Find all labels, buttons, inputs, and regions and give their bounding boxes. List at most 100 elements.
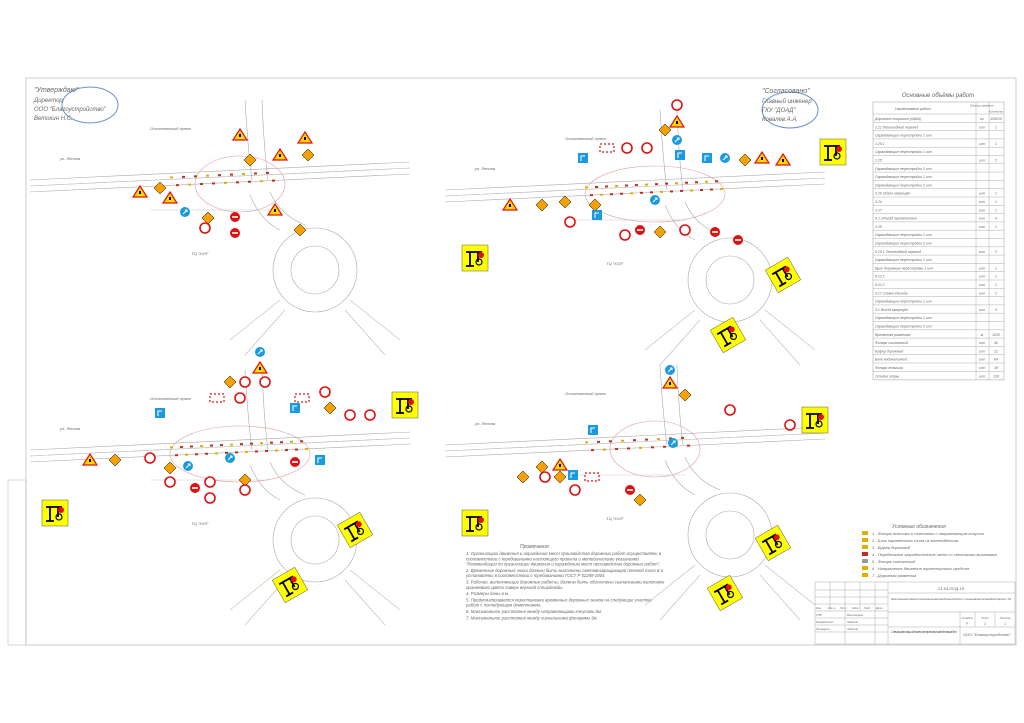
table-cell-name: Ограждающие перестройки 2 шт bbox=[875, 233, 932, 237]
no-entry-mini bbox=[290, 576, 297, 583]
cone-marker bbox=[194, 175, 197, 178]
prohibition-sign-icon bbox=[724, 404, 736, 416]
prohibition-sign-icon bbox=[259, 376, 271, 388]
detour-lines bbox=[713, 583, 731, 606]
board bbox=[819, 138, 847, 166]
cone-marker bbox=[645, 183, 648, 186]
cone-marker bbox=[260, 442, 263, 445]
note-item: 3. Рабочие, выполняющие дорожные работы,… bbox=[466, 580, 665, 590]
cone-marker bbox=[260, 180, 263, 183]
prohibition-sign-icon bbox=[319, 386, 331, 398]
table-cell-name: Ограждающие перестройки 2 шт bbox=[875, 316, 932, 320]
ring bbox=[815, 420, 823, 428]
cone-marker bbox=[220, 444, 223, 447]
cone-marker bbox=[255, 450, 258, 453]
notes-title: Примечания bbox=[520, 544, 549, 550]
title-role-header: Лист bbox=[839, 607, 846, 610]
cone-marker bbox=[254, 172, 257, 175]
arrow-glyph bbox=[677, 152, 682, 158]
roadwork-sign-icon bbox=[633, 493, 647, 507]
stamp-line: ГКУ "ДОАД" bbox=[762, 108, 796, 114]
table-cell-unit: шт bbox=[979, 200, 985, 204]
cone-marker bbox=[585, 441, 588, 444]
signer-name: Жданов bbox=[846, 627, 858, 631]
table-header: Наименование работ bbox=[895, 107, 931, 111]
arrow-glyph bbox=[570, 472, 575, 478]
info-sign-icon bbox=[568, 470, 578, 480]
cone-marker bbox=[270, 441, 273, 444]
board bbox=[461, 244, 489, 272]
cone-marker bbox=[590, 194, 593, 197]
detour-lines bbox=[396, 398, 412, 414]
cone-marker bbox=[675, 182, 678, 185]
roundabout-exits bbox=[644, 564, 816, 621]
cone-marker bbox=[591, 449, 594, 452]
table-cell-unit: шт bbox=[979, 159, 985, 163]
info-sign-icon bbox=[702, 153, 712, 163]
table-cell-name: Ограждающие перестройки 1 шт bbox=[875, 134, 932, 138]
cone-marker bbox=[615, 448, 618, 451]
table-cell-qty: 1 bbox=[995, 283, 997, 287]
cone-marker bbox=[657, 438, 660, 441]
cone-marker bbox=[610, 193, 613, 196]
table-cell-qty: 15/8/10 bbox=[990, 117, 1002, 121]
legend-item: 3 - Буфер дорожный bbox=[872, 545, 911, 550]
info-sign-icon bbox=[315, 455, 325, 465]
mall-label: ТЦ "ХХЛ" bbox=[606, 261, 624, 266]
stamp-line: Ветохин Н.С. bbox=[34, 116, 73, 122]
legend-swatch bbox=[862, 573, 868, 577]
roadwork-sign-icon bbox=[153, 181, 167, 195]
cone-marker bbox=[681, 436, 684, 439]
barrier-sign-icon bbox=[584, 472, 600, 482]
arrow-glyph bbox=[704, 155, 709, 161]
detour-scheme-sign-icon bbox=[336, 511, 374, 549]
warning-glyph bbox=[509, 204, 511, 207]
no-entry-mini bbox=[728, 326, 735, 333]
cone-marker bbox=[265, 449, 268, 452]
note-item: 1. Организацию движения и ограждение мес… bbox=[466, 551, 662, 567]
prohibition-sign-icon bbox=[199, 222, 211, 234]
legend-item: 6 - Направление движения транспортных ср… bbox=[872, 566, 969, 571]
cone-marker bbox=[280, 441, 283, 444]
table-cell-qty: 2 bbox=[994, 142, 997, 146]
board bbox=[706, 574, 744, 612]
table-cell-name: 3.24 bbox=[875, 200, 882, 204]
table-cell-name: Ограждающие перестройки 3 шт bbox=[875, 242, 932, 246]
bus-stop-label: Остановочный пункт bbox=[565, 391, 607, 396]
warning-glyph bbox=[676, 121, 678, 124]
table-cell-name: 3.25 bbox=[875, 225, 882, 229]
detour-lines bbox=[278, 575, 296, 598]
roadwork-sign-icon bbox=[163, 461, 177, 475]
roadwork-sign-icon bbox=[108, 453, 122, 467]
warning-glyph bbox=[669, 382, 671, 385]
roadwork-sign-icon bbox=[678, 388, 692, 402]
warning-glyph bbox=[304, 137, 306, 140]
no-entry-mini bbox=[58, 507, 64, 513]
cone-marker bbox=[235, 451, 238, 454]
centerline bbox=[29, 167, 411, 187]
table-cell-qty: 1 bbox=[995, 275, 997, 279]
warning-glyph bbox=[89, 459, 91, 462]
centerline bbox=[29, 437, 411, 457]
board bbox=[41, 499, 69, 527]
bus-stop-label: Остановочный пункт bbox=[565, 136, 607, 141]
no-entry-mini bbox=[783, 266, 790, 273]
ring bbox=[55, 513, 63, 521]
cone-marker bbox=[710, 188, 713, 191]
table-cell-qty: 2 bbox=[994, 125, 997, 129]
roadwork-sign-icon bbox=[653, 225, 667, 239]
cone-marker bbox=[633, 439, 636, 442]
prohibition-sign-icon bbox=[641, 142, 653, 154]
work-zone-outline bbox=[169, 425, 311, 483]
table-cell-name: Фонарь сигнальный bbox=[875, 341, 908, 345]
table-cell-name: 3.1 Въезд запрещён bbox=[875, 308, 908, 312]
stamp-line: "Согласовано" bbox=[762, 88, 810, 95]
volumes-table: Основные объёмы работ Наименование работ… bbox=[872, 93, 1005, 381]
cone-marker bbox=[665, 182, 668, 185]
cone-marker bbox=[272, 179, 275, 182]
no-entry-bar bbox=[712, 231, 718, 233]
prohibition-sign-icon bbox=[204, 492, 216, 504]
cone-marker bbox=[690, 189, 693, 192]
